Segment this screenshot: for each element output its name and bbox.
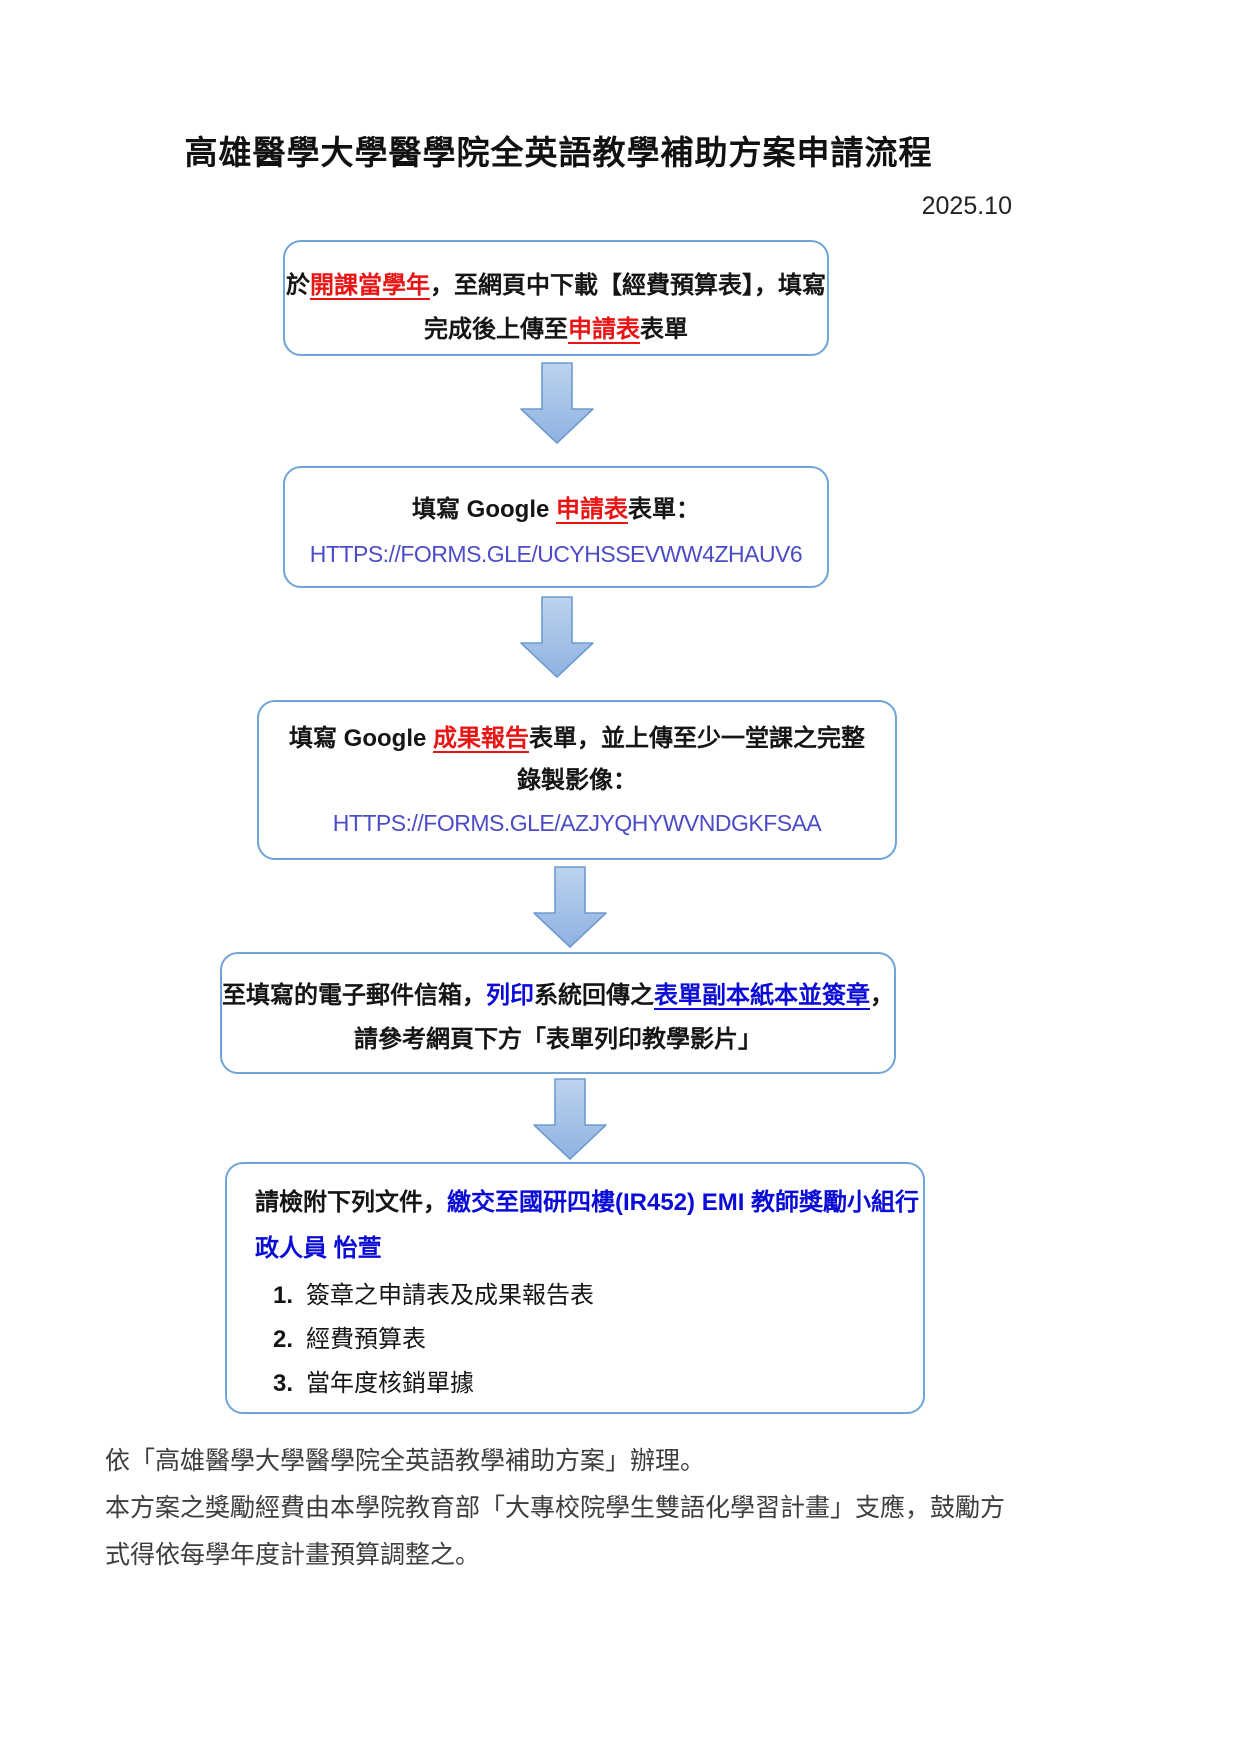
flow-step-5: 請檢附下列文件，繳交至國研四樓(IR452) EMI 教師獎勵小組行 政人員 怡… (225, 1162, 925, 1414)
down-arrow-icon (520, 596, 594, 678)
flow-step-1: 於開課當學年，至網頁中下載【經費預算表】，填寫 完成後上傳至申請表表單 (283, 240, 829, 356)
application-form-link[interactable]: HTTPS://FORMS.GLE/UCYHSSEVWW4ZHAUV6 (309, 541, 803, 567)
step1-line2: 完成後上傳至申請表表單 (424, 316, 688, 343)
list-item: 2.經費預算表 (273, 1326, 427, 1353)
step4-line2: 請參考網頁下方「表單列印教學影片」 (354, 1026, 762, 1053)
step2-url-line: HTTPS://FORMS.GLE/UCYHSSEVWW4ZHAUV6 (285, 532, 827, 577)
list-item: 3.當年度核銷單據 (273, 1370, 475, 1397)
down-arrow-icon (533, 1078, 607, 1160)
down-arrow-icon (520, 362, 594, 444)
page-title: 高雄醫學大學醫學院全英語教學補助方案申請流程 (184, 134, 933, 171)
date-label: 2025.10 (921, 192, 1012, 220)
footer-note-1: 依「高雄醫學大學醫學院全英語教學補助方案」辦理。 (105, 1447, 706, 1475)
step4-line1: 至填寫的電子郵件信箱，列印系統回傳之表單副本紙本並簽章， (222, 982, 894, 1009)
step2-line1: 填寫 Google 申請表表單： (412, 496, 700, 523)
report-form-link[interactable]: HTTPS://FORMS.GLE/AZJYQHYWVNDGKFSAA (332, 810, 822, 836)
flow-step-2: 填寫 Google 申請表表單： HTTPS://FORMS.GLE/UCYHS… (283, 466, 829, 588)
step3-line1: 填寫 Google 成果報告表單，並上傳至少一堂課之完整 (289, 725, 865, 752)
step5-line1: 請檢附下列文件，繳交至國研四樓(IR452) EMI 教師獎勵小組行 (255, 1189, 920, 1216)
step3-line2: 錄製影像： (517, 767, 637, 794)
step1-line1: 於開課當學年，至網頁中下載【經費預算表】，填寫 (286, 272, 826, 299)
flow-step-4: 至填寫的電子郵件信箱，列印系統回傳之表單副本紙本並簽章， 請參考網頁下方「表單列… (220, 952, 896, 1074)
flow-step-3: 填寫 Google 成果報告表單，並上傳至少一堂課之完整 錄製影像： HTTPS… (257, 700, 897, 860)
step5-line2: 政人員 怡萱 (255, 1235, 382, 1262)
step3-url-line: HTTPS://FORMS.GLE/AZJYQHYWVNDGKFSAA (259, 802, 895, 845)
down-arrow-icon (533, 866, 607, 948)
footer-note-2: 本方案之獎勵經費由本學院教育部「大專校院學生雙語化學習計畫」支應，鼓勵方式得依每… (105, 1494, 1006, 1569)
list-item: 1.簽章之申請表及成果報告表 (273, 1282, 595, 1309)
footer-notes: 依「高雄醫學大學醫學院全英語教學補助方案」辦理。 本方案之獎勵經費由本學院教育部… (105, 1438, 1017, 1579)
document-list: 1.簽章之申請表及成果報告表 2.經費預算表 3.當年度核銷單據 (255, 1274, 899, 1406)
